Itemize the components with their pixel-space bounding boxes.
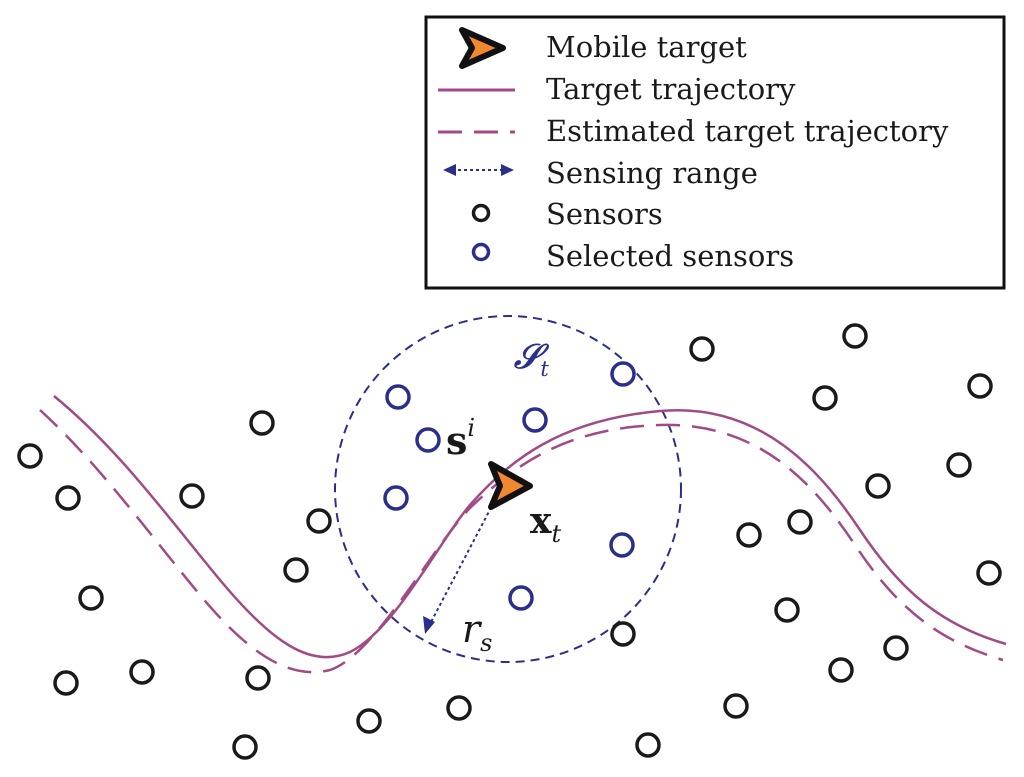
blue-circle-icon: [471, 242, 491, 262]
legend-item-estimated-trajectory: Estimated target trajectory: [438, 114, 949, 148]
sensor: [976, 560, 1002, 586]
sensor: [356, 708, 382, 734]
legend-label: Target trajectory: [546, 72, 796, 106]
selected-sensor: [610, 361, 636, 387]
selected-sensor: [383, 485, 409, 511]
sensor: [774, 597, 800, 623]
sensor: [723, 693, 749, 719]
sensor: [179, 483, 205, 509]
sensing-set-label: 𝒮t: [513, 337, 550, 381]
sensor: [232, 734, 258, 760]
target-position-label: xt: [530, 500, 561, 548]
legend-label: Sensors: [546, 197, 663, 231]
sensor: [828, 657, 854, 683]
sensor: [17, 443, 43, 469]
selected-sensor: [522, 407, 548, 433]
sensing-range-circle: [334, 315, 682, 663]
circle-icon: [471, 203, 491, 223]
sensing-radius-arrow: [423, 501, 495, 634]
sensor: [249, 410, 275, 436]
sensor: [245, 665, 271, 691]
sensor: [736, 522, 762, 548]
sensors: [17, 323, 1002, 760]
legend-label: Sensing range: [546, 156, 758, 190]
legend-item-target-trajectory: Target trajectory: [438, 72, 796, 106]
legend: Mobile target Target trajectory Estimate…: [424, 15, 1006, 290]
mobile-target-icon: [459, 27, 506, 69]
legend-border: [424, 15, 1006, 290]
estimated-target-trajectory: [39, 409, 1004, 674]
sensor: [129, 659, 155, 685]
sensor: [53, 670, 79, 696]
selected-sensor: [508, 585, 534, 611]
selected-sensor: [609, 532, 635, 558]
legend-item-sensors: Sensors: [471, 197, 663, 231]
target-trajectory: [53, 395, 1007, 659]
sensor: [787, 509, 813, 535]
sensor: [689, 336, 715, 362]
sensor: [946, 452, 972, 478]
legend-item-selected-sensors: Selected sensors: [471, 239, 794, 273]
double-arrow-icon: [443, 164, 514, 176]
selected-sensors: [383, 361, 636, 611]
sensor: [812, 385, 838, 411]
selected-sensor: [415, 427, 441, 453]
legend-item-sensing-range: Sensing range: [443, 156, 758, 190]
sensor: [635, 732, 661, 758]
sensor: [55, 485, 81, 511]
sensor: [78, 585, 104, 611]
mobile-target: [488, 461, 533, 510]
sensor: [967, 373, 993, 399]
legend-label: Estimated target trajectory: [546, 114, 949, 148]
sensing-radius-label: rs: [462, 607, 493, 657]
legend-item-mobile-target: Mobile target: [459, 27, 747, 69]
legend-label: Selected sensors: [546, 239, 794, 273]
legend-label: Mobile target: [546, 30, 747, 64]
sensor: [610, 621, 636, 647]
sensor: [842, 323, 868, 349]
sensor: [883, 635, 909, 661]
selected-sensor: [385, 384, 411, 410]
sensor: [306, 508, 332, 534]
sensor: [283, 557, 309, 583]
sensor: [446, 695, 472, 721]
sensor-i-label: si: [446, 414, 475, 463]
sensor: [865, 473, 891, 499]
